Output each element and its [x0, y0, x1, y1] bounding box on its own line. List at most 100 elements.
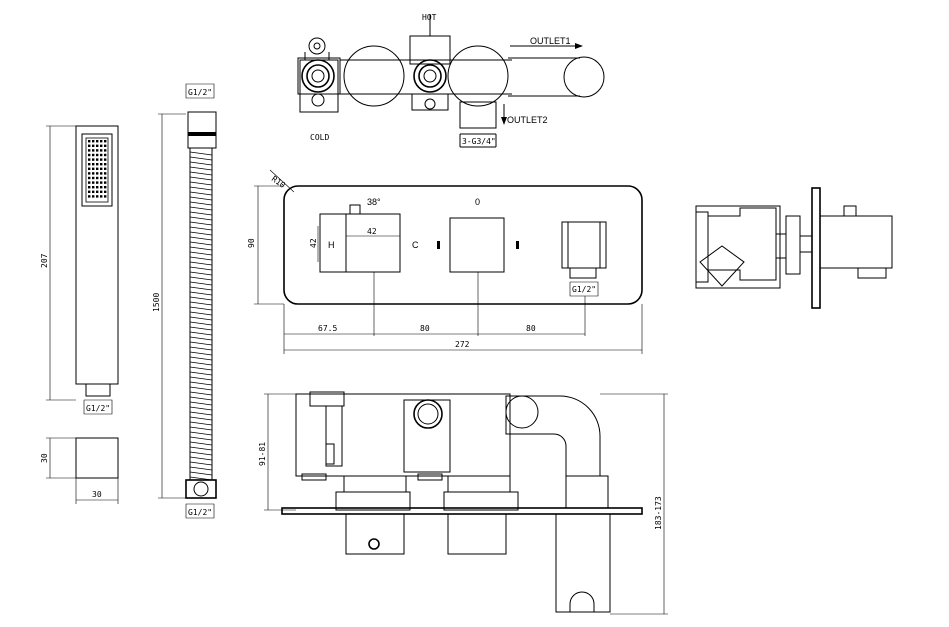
hose-rib — [189, 426, 213, 431]
hose-ribs — [189, 151, 213, 481]
nozzle-dot — [92, 163, 95, 166]
nozzle-dot — [88, 186, 91, 189]
side-view — [695, 187, 893, 309]
hose-rib — [189, 256, 213, 261]
nozzle-dot — [100, 153, 103, 157]
thread-half-label-hose-top: G1/2" — [188, 88, 212, 97]
hot-label: HOT — [422, 13, 437, 22]
holder-height-dim: 30 — [40, 453, 49, 463]
nozzle-dot — [92, 186, 95, 189]
nozzle-dot — [100, 140, 103, 143]
nozzle-dot — [96, 195, 99, 198]
handle-height-dim: 42 — [309, 238, 318, 248]
nozzle-dot — [92, 144, 95, 147]
nozzle-dot — [100, 195, 103, 198]
nozzle-dot — [92, 158, 95, 161]
hose-rib — [189, 191, 213, 196]
nozzle-dot — [92, 195, 95, 198]
hose-rib — [189, 261, 213, 266]
hose-rib — [189, 221, 213, 226]
hose-rib — [189, 446, 213, 451]
shower-length-dim: 207 — [40, 253, 49, 268]
hose-rib — [189, 306, 213, 311]
nozzle-dot — [96, 158, 99, 161]
hose-rib — [189, 176, 213, 181]
nozzle-dot — [104, 181, 107, 184]
nozzle-dot — [96, 176, 99, 180]
hose-rib — [189, 346, 213, 351]
nozzle-dot — [104, 190, 107, 193]
valve-top-view: HOT COLD OUTLET1 OUTLET2 3-G3/4" — [297, 13, 605, 148]
section-view: 91-81 183-173 — [258, 391, 668, 615]
handle-width-dim: 42 — [367, 227, 377, 236]
hose-rib — [189, 291, 213, 296]
hose-rib — [189, 151, 213, 156]
outlet2-label: OUTLET2 — [507, 115, 548, 125]
hose-rib — [189, 251, 213, 256]
hose-rib — [189, 466, 213, 471]
nozzle-dot — [96, 186, 99, 189]
nozzle-dot — [96, 153, 99, 157]
nozzle-dot — [88, 144, 91, 147]
spacing-b-dim: 80 — [420, 324, 430, 333]
hose-rib — [189, 421, 213, 426]
nozzle-dot — [92, 181, 95, 184]
hose-rib — [189, 181, 213, 186]
nozzle-dot — [88, 153, 91, 157]
radius-label: R10 — [270, 174, 287, 190]
nozzle-dot — [104, 144, 107, 147]
hose-rib — [189, 231, 213, 236]
hose-rib — [189, 471, 213, 476]
hose-rib — [189, 226, 213, 231]
hose-rib — [189, 206, 213, 211]
nozzle-dot — [100, 176, 103, 180]
nozzle-dot — [96, 163, 99, 166]
nozzle-dot — [100, 167, 103, 170]
hose-rib — [189, 376, 213, 381]
nozzle-dot — [100, 181, 103, 184]
total-depth-dim: 183-173 — [654, 496, 663, 530]
hose-rib — [189, 196, 213, 201]
front-plate-view: R10 G1/2" 38° 0 H C 90 42 42 67.5 80 80 … — [247, 169, 643, 354]
spacing-a-dim: 67.5 — [318, 324, 337, 333]
nozzle-dot — [92, 176, 95, 180]
hose-rib — [189, 211, 213, 216]
hose-rib — [189, 246, 213, 251]
nozzle-dot — [88, 195, 91, 198]
thread-half-label-handset: G1/2" — [86, 404, 110, 413]
nozzle-dot — [88, 158, 91, 161]
nozzle-dot — [96, 140, 99, 143]
nozzle-dot — [104, 195, 107, 198]
nozzle-dot — [100, 149, 103, 152]
outlet1-label: OUTLET1 — [530, 36, 571, 46]
nozzle-dot — [92, 190, 95, 193]
hose-rib — [189, 286, 213, 291]
hose-rib — [189, 456, 213, 461]
hose-rib — [189, 381, 213, 386]
nozzle-dot — [92, 140, 95, 143]
temp-label: 38° — [367, 197, 381, 207]
nozzle-dot — [104, 140, 107, 143]
hose-rib — [189, 451, 213, 456]
nozzle-dot — [92, 149, 95, 152]
hose-rib — [189, 396, 213, 401]
hose-rib — [189, 276, 213, 281]
nozzle-dot — [88, 190, 91, 193]
shower-handset: G1/2" 207 — [40, 125, 119, 415]
hose-rib — [189, 216, 213, 221]
hose-rib — [189, 441, 213, 446]
hose-rib — [189, 411, 213, 416]
hose-rib — [189, 331, 213, 336]
cold-label: COLD — [310, 133, 329, 142]
nozzle-dot — [100, 186, 103, 189]
shower-hose: G1/2" G1/2" 1500 — [152, 83, 217, 519]
nozzle-dot — [96, 181, 99, 184]
nozzle-dot — [100, 144, 103, 147]
hose-rib — [189, 186, 213, 191]
thread-half-label-front: G1/2" — [572, 285, 596, 294]
hose-rib — [189, 406, 213, 411]
spacing-c-dim: 80 — [526, 324, 536, 333]
nozzle-dot — [88, 167, 91, 170]
nozzle-dot — [100, 190, 103, 193]
